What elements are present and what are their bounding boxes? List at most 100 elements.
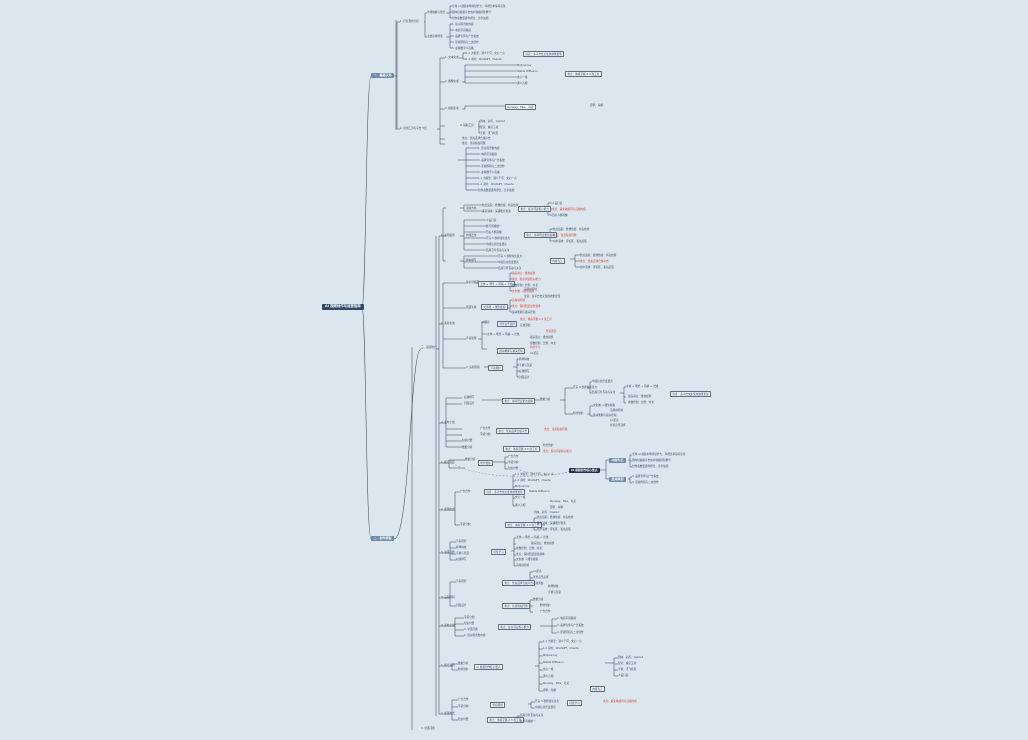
leaf: 参数控制：比例、时长 <box>512 284 538 287</box>
topic-postprod[interactable]: 3. 后期剪辑 <box>441 596 455 599</box>
topic-faq-end[interactable]: 3. 常见问题 <box>421 727 435 730</box>
connector <box>519 469 570 475</box>
leaf: 注意：多平台交叉使用效果更佳 <box>524 295 561 298</box>
leaf: 即梦、海螺 <box>590 104 603 107</box>
summary-node[interactable]: AI 视频创作核心要点 <box>569 468 600 473</box>
leaf: 人设打造 <box>552 202 563 205</box>
branch-creation[interactable]: 二、创作流程 <box>371 536 395 541</box>
note-box: 重点：熟练掌握 2-3 款工具 <box>505 522 542 529</box>
leaf: 目标人群画像 <box>552 214 568 217</box>
root-node[interactable]: AI 视频创作与运营指南 <box>322 304 364 310</box>
highlight-text: 镜头语言：推拉摇移 <box>512 272 536 275</box>
summary-tag[interactable]: 内容为王 <box>609 458 627 463</box>
note-box: Runway、Pika、可灵 <box>505 104 536 111</box>
leaf: 开头 3 秒抓住注意力 <box>535 700 560 703</box>
leaf: 粉丝维护 <box>458 668 469 671</box>
topic-account-ops[interactable]: 1. 账号运营 <box>441 664 455 667</box>
topic-material[interactable]: 2. 素材生成 <box>441 322 455 325</box>
topic-aux-tools[interactable]: 4. 辅助工具 <box>460 124 474 127</box>
leaf: 2. 电商带货视频 <box>557 617 576 620</box>
leaf: Stable Diffusion <box>529 490 550 493</box>
topic-tools[interactable]: 2. 常用工具与平台介绍 <box>400 127 427 130</box>
topic-monetize[interactable]: 2. 变现方式 <box>441 508 455 511</box>
leaf: 运动笔刷与镜头控制 <box>512 311 536 314</box>
topic-planning[interactable]: 1. 前期策划 <box>441 234 455 237</box>
leaf: 字幕：讯飞听见 <box>618 668 637 671</box>
topic-post-edit[interactable]: 3. 后期剪辑 <box>466 366 480 369</box>
leaf: 标题撰写 <box>519 370 530 373</box>
leaf: 转场特效 <box>456 546 467 549</box>
topic-release[interactable]: 4. 发布上线 <box>441 624 455 627</box>
leaf: 知识付费 <box>462 439 473 442</box>
leaf: 带货分佣 <box>458 705 469 708</box>
topic-text-gen[interactable]: 1. 文本生成 <box>445 56 459 59</box>
topic-video-gen[interactable]: 3. 视频生成 <box>445 107 459 110</box>
topic-positioning[interactable]: 内容定位 <box>466 234 477 237</box>
leaf: 4. 影视剪辑与二次创作 <box>452 41 479 44</box>
leaf: 人设打造 <box>618 674 629 677</box>
topic-account[interactable]: 1. 账号运营 <box>441 461 455 464</box>
leaf: 首尾帧控制 <box>516 564 529 567</box>
branch-basics[interactable]: 一、基础认知 <box>371 73 395 78</box>
leaf: 热点追踪：微博热搜、抖音热榜 <box>537 516 574 519</box>
highlight-text: 持续学习 <box>530 346 541 349</box>
topic-market[interactable]: 市场规模与增长 <box>427 11 446 14</box>
note-box: 重点：保持稳定更新频率 <box>502 398 536 405</box>
leaf: 粉丝维护 <box>573 412 584 415</box>
topic-image[interactable]: 画面生成 <box>466 306 477 309</box>
leaf: 创作者数量逐年增长，竞争加剧 <box>478 189 515 192</box>
leaf: 节奏把控 <box>456 540 467 543</box>
leaf: 用户需求：评论区、私信反馈 <box>553 240 587 243</box>
leaf: 4. 影视剪辑与二次创作 <box>632 481 659 484</box>
leaf: 剪映、必剪、CapCut <box>480 120 506 123</box>
branch-operation[interactable]: 三、运营推广 <box>421 346 437 349</box>
highlight-text: 重点：提示词是核心能力 <box>512 278 541 281</box>
leaf: AI 配音 <box>610 419 619 422</box>
leaf: 标题撰写 <box>456 558 467 561</box>
topic-topic-dir[interactable]: 选题方向 <box>466 207 477 210</box>
note-box: 背景音乐选择 <box>497 321 518 328</box>
leaf: 广告合作 <box>480 427 491 430</box>
leaf: 字幕与包装 <box>519 364 532 367</box>
leaf: 1.1 大模型：通义千问、文心一言 <box>466 52 505 55</box>
leaf: 通义万相 <box>517 82 528 85</box>
leaf: Midjourney <box>517 64 532 67</box>
leaf: 3. 常见问题 <box>464 628 478 631</box>
leaf: 广告合作 <box>458 698 469 701</box>
leaf: 中段信息密度要高 <box>592 380 613 383</box>
leaf: 国内短视频平台用户规模持续攀升 <box>452 11 491 14</box>
leaf: 1.2 海外：ChatGPT、Claude <box>478 183 514 186</box>
leaf: 背景音乐选择 <box>533 576 549 579</box>
leaf: 2. 电商带货视频 <box>452 29 471 32</box>
topic-industry[interactable]: 1. 行业现状分析 <box>400 20 419 23</box>
leaf: 文生图 → 图生视频 <box>593 404 615 407</box>
leaf: 结尾引导互动与关注 <box>592 391 616 394</box>
topic-prompt[interactable]: 提示词编写 <box>466 281 479 284</box>
leaf: 中段信息密度要高 <box>535 706 556 709</box>
topic-image-gen[interactable]: 2. 图像生成 <box>445 80 459 83</box>
leaf: 镜头语言：推拉摇移 <box>530 336 554 339</box>
note-box: 注意：多平台交叉使用效果更佳 <box>523 51 565 58</box>
leaf: 参数控制：比例、时长 <box>516 547 542 550</box>
leaf: 结尾引导互动与关注 <box>498 267 522 270</box>
leaf: 3. 品牌宣传与广告投放 <box>478 159 505 162</box>
leaf: 垂直领域：深耕细分赛道 <box>537 522 566 525</box>
topic-faq[interactable]: 3. 常见问题 <box>441 551 455 554</box>
summary-tag[interactable]: 坚持原创 <box>609 477 627 482</box>
highlight-text: 重点：注意版权问题 <box>553 234 577 237</box>
connector <box>361 75 372 308</box>
note-box: 内容为王 <box>590 686 606 693</box>
leaf: 通义万相 <box>543 675 554 678</box>
topic-publish[interactable]: 4. 发布上线 <box>441 421 455 424</box>
leaf: 广告合作 <box>460 490 471 493</box>
leaf: 参数控制：比例、时长 <box>628 401 654 404</box>
topic-scenarios[interactable]: 主要应用场景 <box>427 35 443 38</box>
leaf: 知识付费 <box>458 718 469 721</box>
topic-audio[interactable]: 声音处理 <box>466 337 477 340</box>
leaf: 开头 3 秒抓住注意力 <box>498 255 523 258</box>
topic-script[interactable]: 脚本撰写 <box>466 259 477 262</box>
leaf: 用户需求：评论区、私信反馈 <box>537 528 571 531</box>
leaf: 广告合作 <box>508 455 519 458</box>
topic-monetization[interactable]: 2. 变现方式 <box>441 712 455 715</box>
leaf: 主体 + 场景 + 风格 + 光线 <box>626 385 659 388</box>
